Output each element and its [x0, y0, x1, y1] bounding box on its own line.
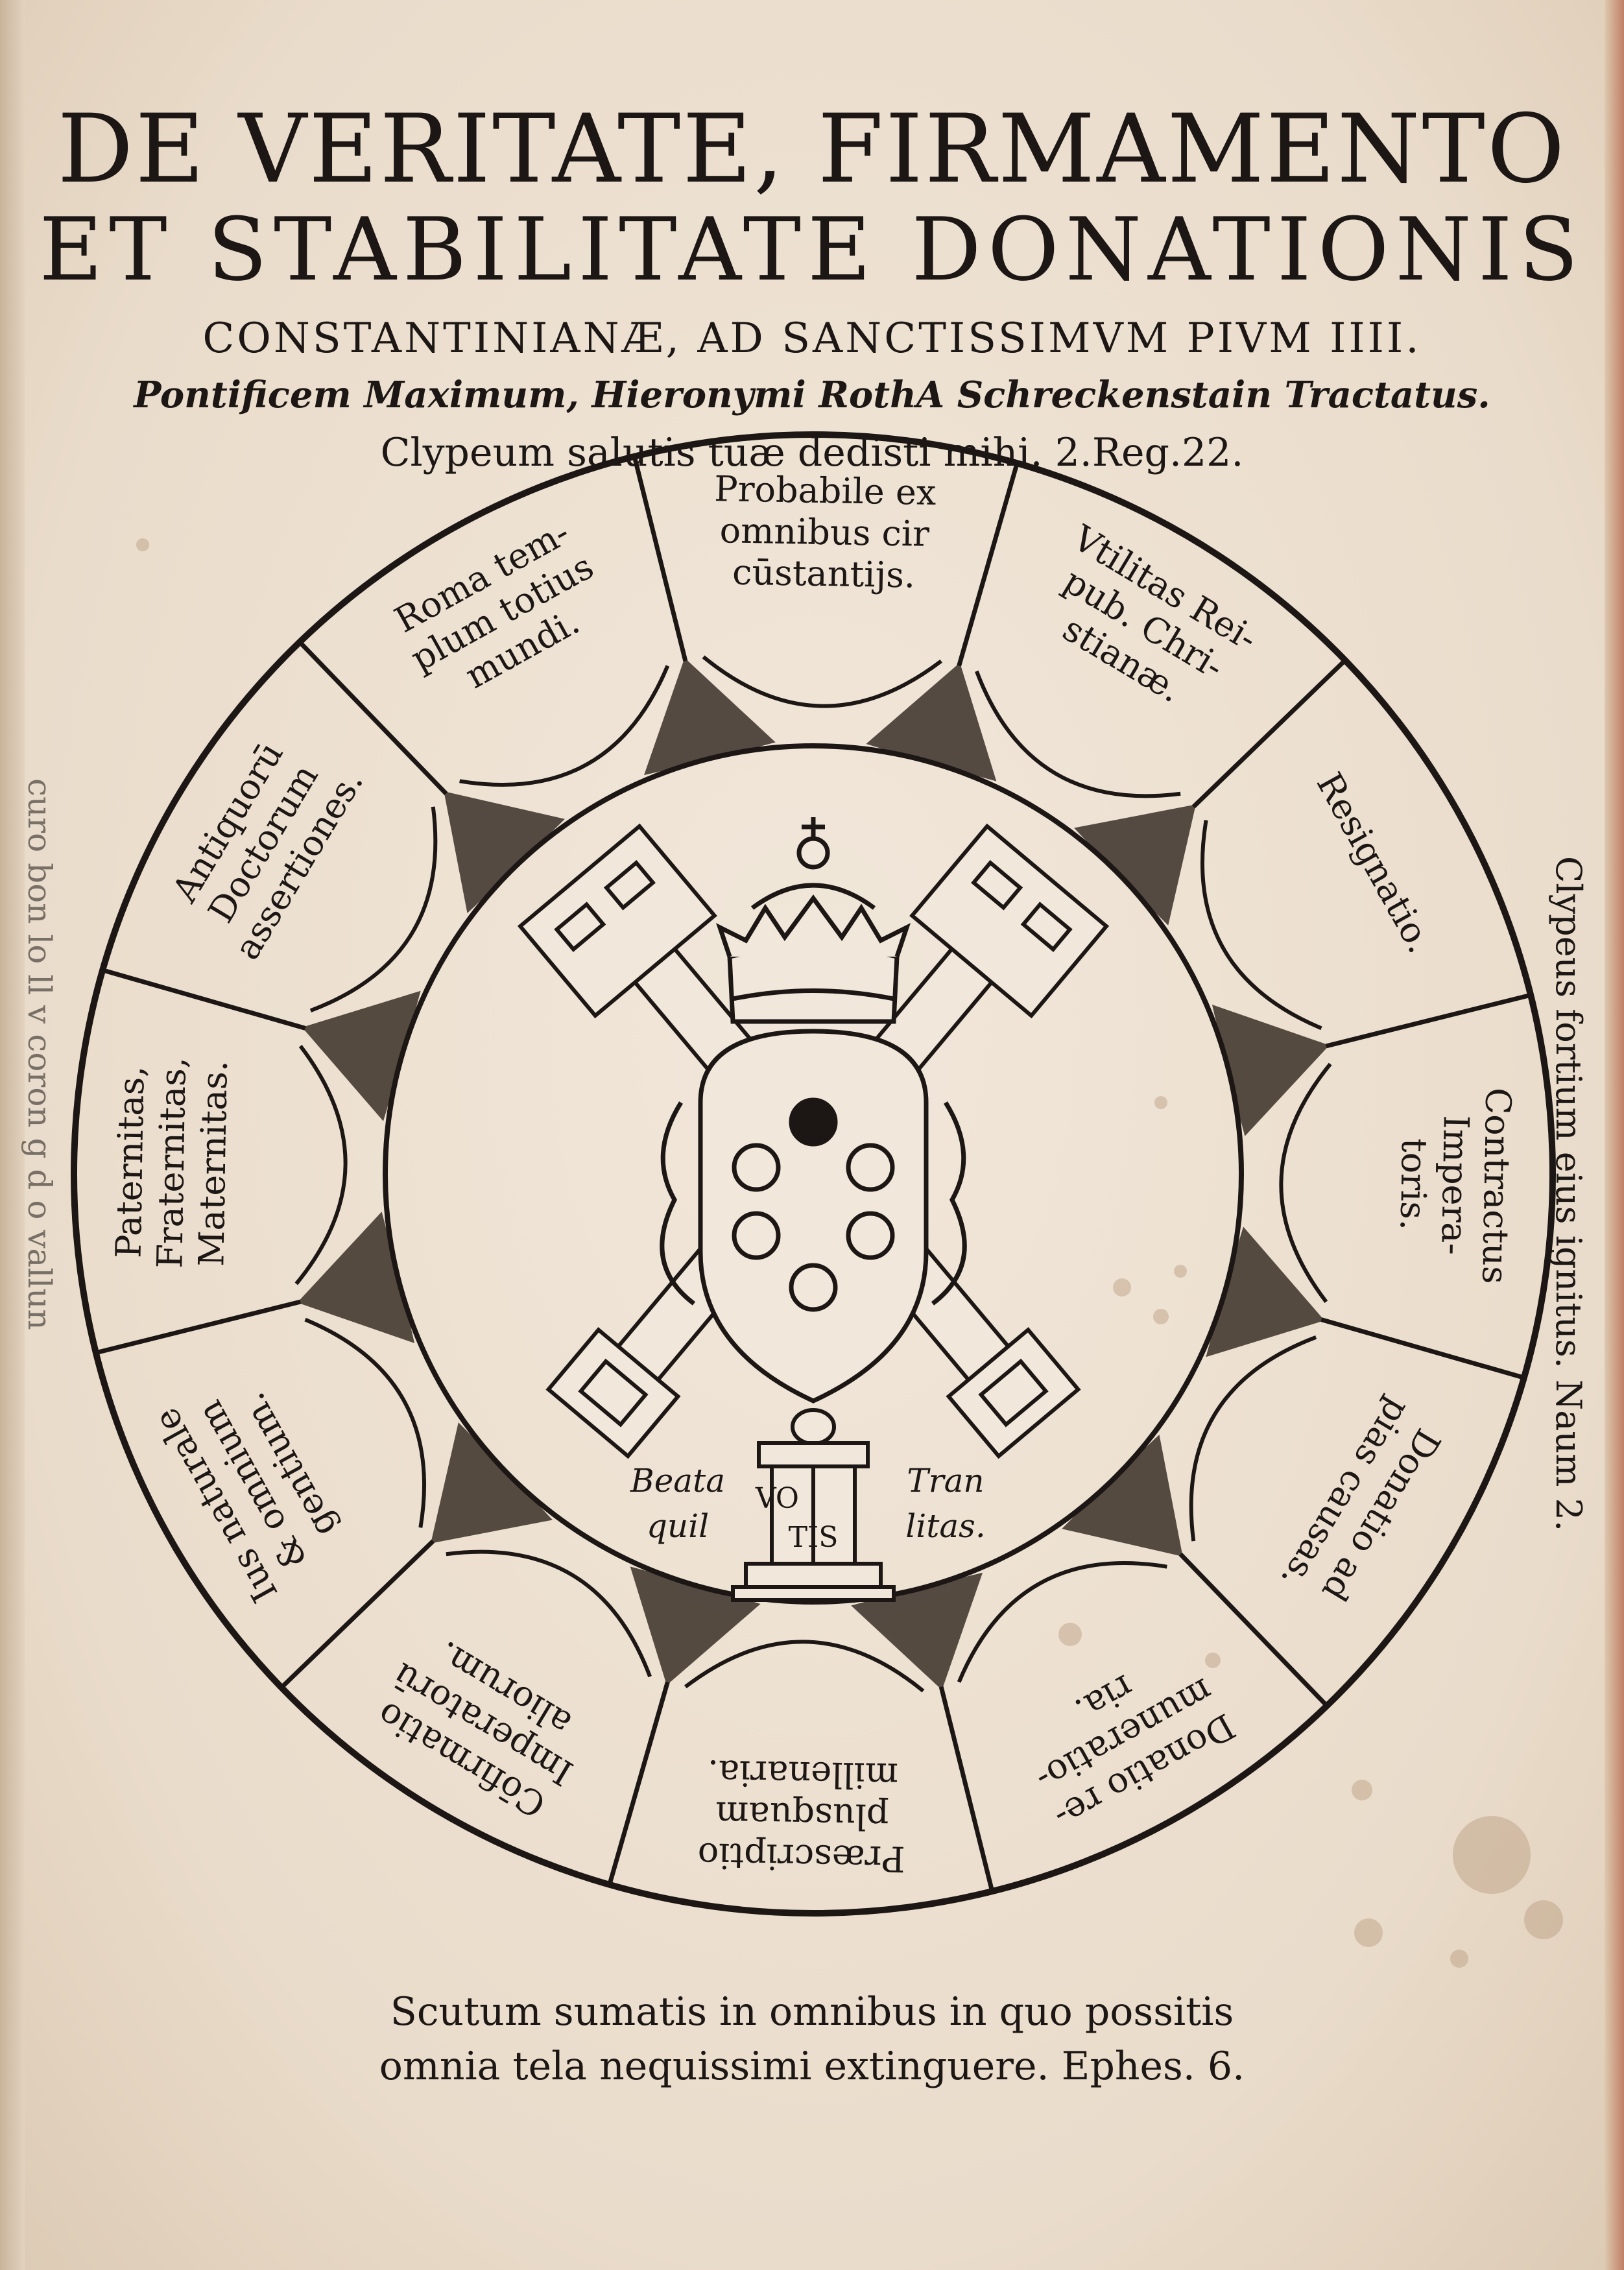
segment-0-line-2: cūstantijs.	[732, 552, 916, 596]
stain-2	[1354, 1918, 1383, 1947]
segment-9-line-1: Fraternitas,	[149, 1057, 194, 1269]
title-line-4: Pontificem Maximum, Hieronymi RothA Schr…	[134, 374, 1490, 416]
cup-arc-0	[702, 655, 942, 708]
cup-arc-10	[309, 806, 438, 1012]
spandrel-7	[630, 1566, 761, 1686]
cup-arc-2	[1200, 820, 1322, 1031]
title-line-1: DE VERITATE, FIRMAMENTO	[57, 94, 1567, 204]
stain-6	[1058, 1623, 1082, 1646]
center-right-label-2: litas.	[905, 1507, 985, 1545]
title-line-3: CONSTANTINIANÆ, AD SANCTISSIMVM PIVM III…	[202, 315, 1422, 363]
footer-verse: Scutum sumatis in omnibus in quo possiti…	[0, 1985, 1624, 2094]
spandrel-4	[1206, 1226, 1325, 1357]
pedestal-text-2: TIS	[789, 1521, 839, 1554]
spoke-5	[1178, 1552, 1329, 1708]
spandrel-6	[851, 1572, 983, 1690]
segment-9-line-2: Maternitas.	[191, 1060, 235, 1267]
segment-3-line-0: Contractus	[1474, 1087, 1518, 1284]
spandrel-11	[444, 791, 565, 913]
cup-arc-5	[957, 1560, 1167, 1683]
hatched-spandrels	[297, 658, 1330, 1690]
pedestal-text-1: VO	[755, 1482, 799, 1515]
center-right-label-1: Tran	[907, 1462, 984, 1499]
cup-arc-6	[684, 1640, 925, 1693]
spoke-10	[102, 968, 306, 1031]
stain-9	[1352, 1780, 1372, 1800]
spandrel-5	[1062, 1435, 1183, 1557]
segment-9: Paternitas,Fraternitas,Maternitas.	[108, 1057, 235, 1269]
title-line-2: ET STABILITATE DONATIONIS	[39, 199, 1585, 300]
cup-arc-4	[1189, 1335, 1317, 1542]
page-gutter-left	[0, 0, 25, 2270]
cup-arc-8	[304, 1317, 427, 1528]
cup-arc-9	[294, 1045, 348, 1285]
segment-2: Resignatio.	[1309, 766, 1441, 960]
papal-emblem: VO TIS Beata quil Tran litas.	[517, 817, 1110, 1602]
stain-0	[1453, 1816, 1531, 1894]
center-left-label-2: quil	[647, 1507, 709, 1545]
segment-1: Vtilitas Rei-pub. Chri-stianæ.	[1056, 517, 1265, 710]
stain-1	[1524, 1900, 1563, 1939]
spoke-6	[938, 1686, 995, 1892]
cup-arc-11	[459, 665, 670, 787]
spandrel-1	[866, 662, 997, 782]
outer-ring	[71, 431, 1556, 1917]
cup-arc-7	[446, 1549, 652, 1678]
spoke-11	[298, 640, 448, 796]
segment-3-line-2: toris.	[1392, 1138, 1435, 1231]
stain-11	[1154, 1096, 1167, 1109]
spoke-9	[95, 1299, 302, 1356]
foxing-stains	[136, 538, 1563, 1968]
spoke-8	[280, 1539, 435, 1690]
spoke-1	[957, 462, 1020, 667]
center-left-label-1: Beata	[630, 1462, 725, 1499]
spandrel-9	[297, 1212, 415, 1344]
spandrel-3	[1212, 1004, 1330, 1136]
footer-line-2: omnia tela nequissimi extinguere. Ephes.…	[379, 2044, 1245, 2089]
spoke-4	[1320, 1317, 1525, 1380]
stain-3	[1113, 1278, 1131, 1296]
stain-7	[1205, 1653, 1221, 1668]
pedestal-icon	[731, 1408, 896, 1602]
footer-line-1: Scutum sumatis in omnibus in quo possiti…	[390, 1989, 1234, 2035]
stain-8	[1450, 1950, 1468, 1968]
cup-arc-1	[975, 670, 1181, 798]
segment-6-line-1: plusquam	[715, 1794, 889, 1838]
spandrel-8	[431, 1422, 553, 1544]
segment-9-line-0: Paternitas,	[108, 1066, 152, 1258]
stain-4	[1153, 1309, 1169, 1324]
segment-6-line-0: Præscriptio	[697, 1835, 905, 1880]
spandrel-2	[1074, 804, 1196, 926]
segment-2-line-0: Resignatio.	[1309, 766, 1441, 960]
spoke-2	[1191, 658, 1347, 809]
segment-3-line-1: Impera-	[1433, 1115, 1477, 1255]
stain-10	[136, 538, 149, 551]
stain-5	[1174, 1265, 1187, 1278]
segment-0-line-0: Probabile ex	[714, 468, 937, 513]
papal-tiara-icon	[716, 817, 911, 1024]
shield-icon	[660, 1029, 967, 1404]
spandrel-10	[302, 990, 421, 1121]
page-edge-right	[1605, 0, 1624, 2270]
spoke-0	[632, 456, 688, 662]
spandrel-0	[643, 658, 776, 776]
segment-6-line-2: millenaria.	[707, 1752, 898, 1796]
cup-arc-3	[1279, 1062, 1332, 1303]
spoke-3	[1325, 992, 1531, 1049]
segment-0-line-1: omnibus cir	[719, 510, 930, 555]
spoke-7	[607, 1681, 670, 1885]
title-block: DE VERITATE, FIRMAMENTO ET STABILITATE D…	[0, 97, 1624, 485]
